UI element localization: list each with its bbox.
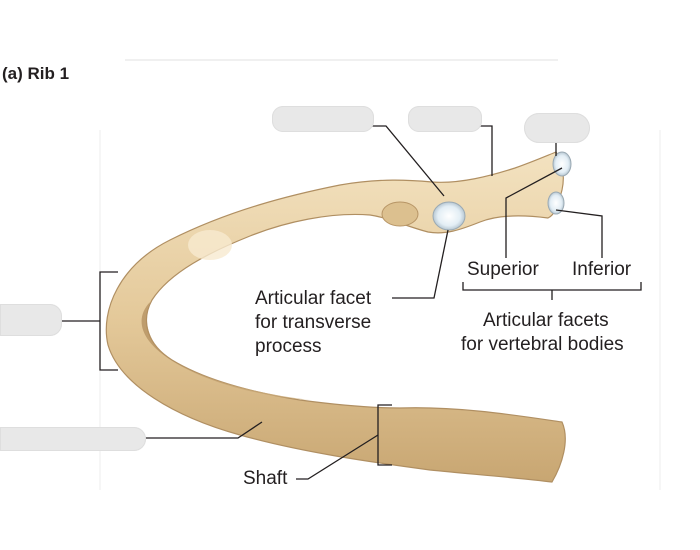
answer-blank-2[interactable] <box>408 106 482 132</box>
answer-blank-1[interactable] <box>272 106 374 132</box>
leader-transverse-facet <box>392 229 449 299</box>
answer-blank-3[interactable] <box>524 113 590 143</box>
label-vertebral-facets-line2: for vertebral bodies <box>461 334 624 355</box>
label-superior: Superior <box>467 259 539 280</box>
bracket-vertebral-facets <box>462 282 642 291</box>
tubercle <box>381 201 419 227</box>
label-vertebral-facets-line1: Articular facets <box>483 310 609 331</box>
label-shaft: Shaft <box>243 468 288 489</box>
bone-highlight <box>188 230 232 260</box>
label-transverse-facet-line1: Articular facet <box>255 288 372 309</box>
label-inferior: Inferior <box>572 259 632 280</box>
leader-inferior <box>555 209 603 258</box>
leader-superior <box>505 167 563 258</box>
label-transverse-facet-line2: for transverse <box>255 312 372 333</box>
leader-lower-blank <box>143 421 263 439</box>
transverse-facet-surface <box>432 201 466 231</box>
answer-blank-4[interactable] <box>0 304 62 336</box>
leader-tubercle <box>372 125 445 197</box>
leader-neck <box>478 125 493 176</box>
figure-title: (a) Rib 1 <box>2 64 70 83</box>
answer-blank-5[interactable] <box>0 427 146 451</box>
leader-shaft <box>296 434 379 480</box>
label-transverse-facet-line3: process <box>255 336 322 357</box>
inferior-facet-surface <box>547 191 565 215</box>
